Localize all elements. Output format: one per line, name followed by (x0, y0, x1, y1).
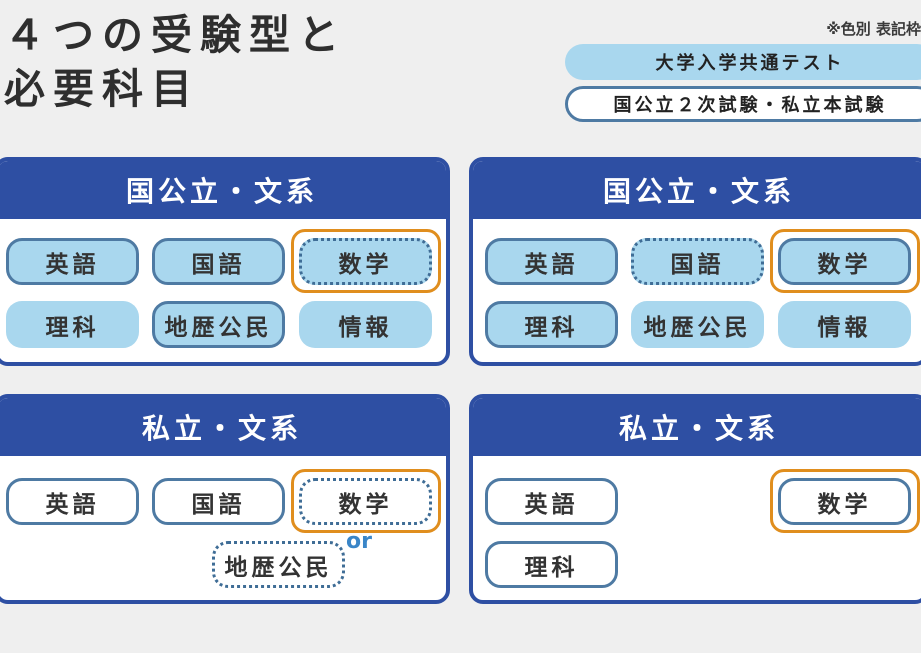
subject-social: 地歴公民 (631, 301, 764, 348)
subject-info: 情報 (299, 301, 432, 348)
subject-english: 英語 (485, 238, 618, 285)
page-title: ４つの受験型と 必要科目 (4, 8, 347, 116)
card-national-humanities: 国公立・文系 英語 国語 数学 理科 地歴公民 情報 (0, 157, 450, 366)
legend-note: ※色別 表記枠 (826, 20, 921, 38)
or-label: or (346, 529, 372, 554)
legend-second-exam: 国公立２次試験・私立本試験 (565, 86, 921, 122)
subject-science: 理科 (485, 541, 618, 588)
card-title: 私立・文系 (0, 398, 446, 456)
required-frame (770, 469, 920, 533)
card-private-science: 私立・文系 英語 数学 理科 (469, 394, 921, 604)
subject-math: 数学 (299, 478, 432, 525)
subject-japanese: 国語 (631, 238, 764, 285)
title-line-2: 必要科目 (4, 65, 200, 113)
subject-japanese: 国語 (152, 478, 285, 525)
card-title: 私立・文系 (473, 398, 921, 456)
required-frame (770, 229, 920, 293)
required-frame (291, 469, 441, 533)
subject-english: 英語 (6, 478, 139, 525)
subject-english: 英語 (6, 238, 139, 285)
subject-social: 地歴公民 (152, 301, 285, 348)
subject-science: 理科 (485, 301, 618, 348)
subject-math: 数学 (778, 238, 911, 285)
card-national-science: 国公立・文系 英語 国語 数学 理科 地歴公民 情報 (469, 157, 921, 366)
subject-math: 数学 (299, 238, 432, 285)
subject-english: 英語 (485, 478, 618, 525)
legend-common-test: 大学入学共通テスト (565, 44, 921, 80)
card-private-humanities: 私立・文系 英語 国語 数学 地歴公民 or (0, 394, 450, 604)
subject-science: 理科 (6, 301, 139, 348)
required-frame (291, 229, 441, 293)
subject-social: 地歴公民 (212, 541, 345, 588)
subject-math: 数学 (778, 478, 911, 525)
subject-info: 情報 (778, 301, 911, 348)
title-line-1: ４つの受験型と (4, 11, 347, 59)
card-title: 国公立・文系 (473, 161, 921, 219)
subject-japanese: 国語 (152, 238, 285, 285)
card-title: 国公立・文系 (0, 161, 446, 219)
